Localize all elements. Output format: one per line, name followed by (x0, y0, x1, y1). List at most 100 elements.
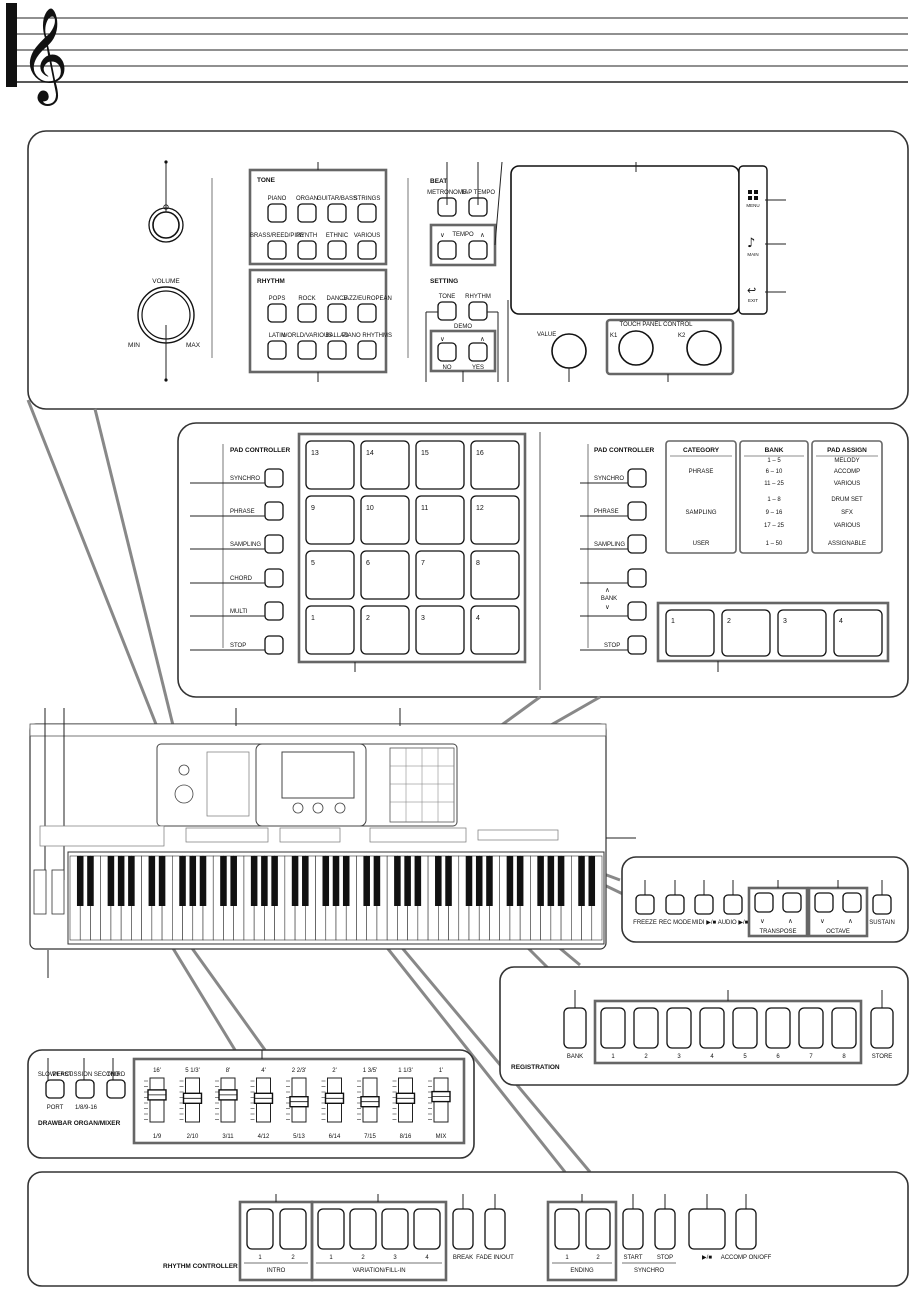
pad[interactable] (470, 605, 520, 655)
black-key[interactable] (87, 856, 94, 906)
pad[interactable] (833, 609, 883, 657)
rhythm-button[interactable] (327, 340, 347, 360)
variation-1-button[interactable] (317, 1208, 345, 1250)
black-key[interactable] (250, 856, 258, 906)
intro-1-button[interactable] (246, 1208, 274, 1250)
black-key[interactable] (404, 856, 411, 906)
black-key[interactable] (189, 856, 197, 906)
audio-button[interactable] (723, 894, 743, 915)
rhythm-button[interactable] (297, 303, 317, 323)
synchro-stop-button[interactable] (654, 1208, 676, 1250)
black-key[interactable] (506, 856, 514, 906)
tone-button[interactable] (267, 240, 287, 260)
pad[interactable] (665, 609, 715, 657)
multi-button[interactable] (264, 601, 284, 621)
ending-2-button[interactable] (585, 1208, 611, 1250)
black-key[interactable] (342, 856, 350, 906)
tone-button[interactable] (297, 203, 317, 223)
black-key[interactable] (302, 856, 309, 906)
rhythm-button[interactable] (267, 340, 287, 360)
black-key[interactable] (516, 856, 524, 906)
stop-button[interactable] (264, 635, 284, 655)
tone-button[interactable] (357, 203, 377, 223)
tone-button[interactable] (297, 240, 317, 260)
pad[interactable] (470, 550, 520, 600)
black-key[interactable] (291, 856, 299, 906)
tone-button[interactable] (327, 240, 347, 260)
black-key[interactable] (128, 856, 135, 906)
yes-button[interactable] (468, 342, 488, 362)
rhythm-button[interactable] (357, 340, 377, 360)
synchro-start-button[interactable] (622, 1208, 644, 1250)
registration-button[interactable] (699, 1007, 725, 1049)
store-button[interactable] (870, 1007, 894, 1049)
percussion-third-button[interactable] (106, 1079, 126, 1099)
registration-button[interactable] (732, 1007, 758, 1049)
variation-2-button[interactable] (349, 1208, 377, 1250)
value-knob[interactable] (551, 333, 587, 369)
start-stop-button[interactable] (688, 1208, 726, 1250)
variation-3-button[interactable] (381, 1208, 409, 1250)
registration-button[interactable] (831, 1007, 857, 1049)
midi-button[interactable] (694, 894, 714, 915)
setting-tone-button[interactable] (437, 301, 457, 321)
synchro-button[interactable] (264, 468, 284, 488)
pad[interactable] (305, 605, 355, 655)
pad[interactable] (415, 550, 465, 600)
bank-down-button[interactable] (627, 601, 647, 621)
variation-4-button[interactable] (413, 1208, 441, 1250)
pad[interactable] (305, 440, 355, 490)
black-key[interactable] (117, 856, 125, 906)
black-key[interactable] (578, 856, 585, 906)
rec-mode-button[interactable] (665, 894, 685, 915)
phrase-button[interactable] (264, 501, 284, 521)
rhythm-button[interactable] (327, 303, 347, 323)
registration-button[interactable] (666, 1007, 692, 1049)
fade-button[interactable] (484, 1208, 506, 1250)
black-key[interactable] (332, 856, 340, 906)
registration-button[interactable] (765, 1007, 791, 1049)
black-key[interactable] (537, 856, 544, 906)
tone-button[interactable] (327, 203, 347, 223)
registration-button[interactable] (600, 1007, 626, 1049)
display-screen[interactable] (510, 165, 740, 315)
rhythm-button[interactable] (297, 340, 317, 360)
pad[interactable] (415, 495, 465, 545)
rhythm-button[interactable] (357, 303, 377, 323)
pad[interactable] (305, 495, 355, 545)
black-key[interactable] (322, 856, 330, 906)
transpose-down-button[interactable] (754, 892, 774, 913)
black-key[interactable] (363, 856, 370, 906)
black-key[interactable] (230, 856, 237, 906)
black-key[interactable] (220, 856, 227, 906)
black-key[interactable] (465, 856, 473, 906)
pad[interactable] (415, 440, 465, 490)
sustain-button[interactable] (872, 894, 892, 915)
octave-up-button[interactable] (842, 892, 862, 913)
pad[interactable] (360, 440, 410, 490)
stop-button-right[interactable] (627, 635, 647, 655)
sampling-button-right[interactable] (627, 534, 647, 554)
pad[interactable] (305, 550, 355, 600)
tone-button[interactable] (267, 203, 287, 223)
percussion-second-button[interactable] (75, 1079, 95, 1099)
black-key[interactable] (179, 856, 186, 906)
ending-1-button[interactable] (554, 1208, 580, 1250)
black-key[interactable] (486, 856, 493, 906)
no-button[interactable] (437, 342, 457, 362)
black-key[interactable] (261, 856, 268, 906)
pad[interactable] (360, 550, 410, 600)
black-key[interactable] (435, 856, 442, 906)
music-note-icon[interactable]: ♪ (747, 236, 755, 251)
black-key[interactable] (445, 856, 452, 906)
black-key[interactable] (199, 856, 207, 906)
pad[interactable] (360, 605, 410, 655)
octave-down-button[interactable] (814, 892, 834, 913)
slow-fast-button[interactable] (45, 1079, 65, 1099)
break-button[interactable] (452, 1208, 474, 1250)
registration-button[interactable] (633, 1007, 659, 1049)
pad[interactable] (721, 609, 771, 657)
pad[interactable] (470, 495, 520, 545)
transpose-up-button[interactable] (782, 892, 802, 913)
k2-knob[interactable] (686, 330, 722, 366)
